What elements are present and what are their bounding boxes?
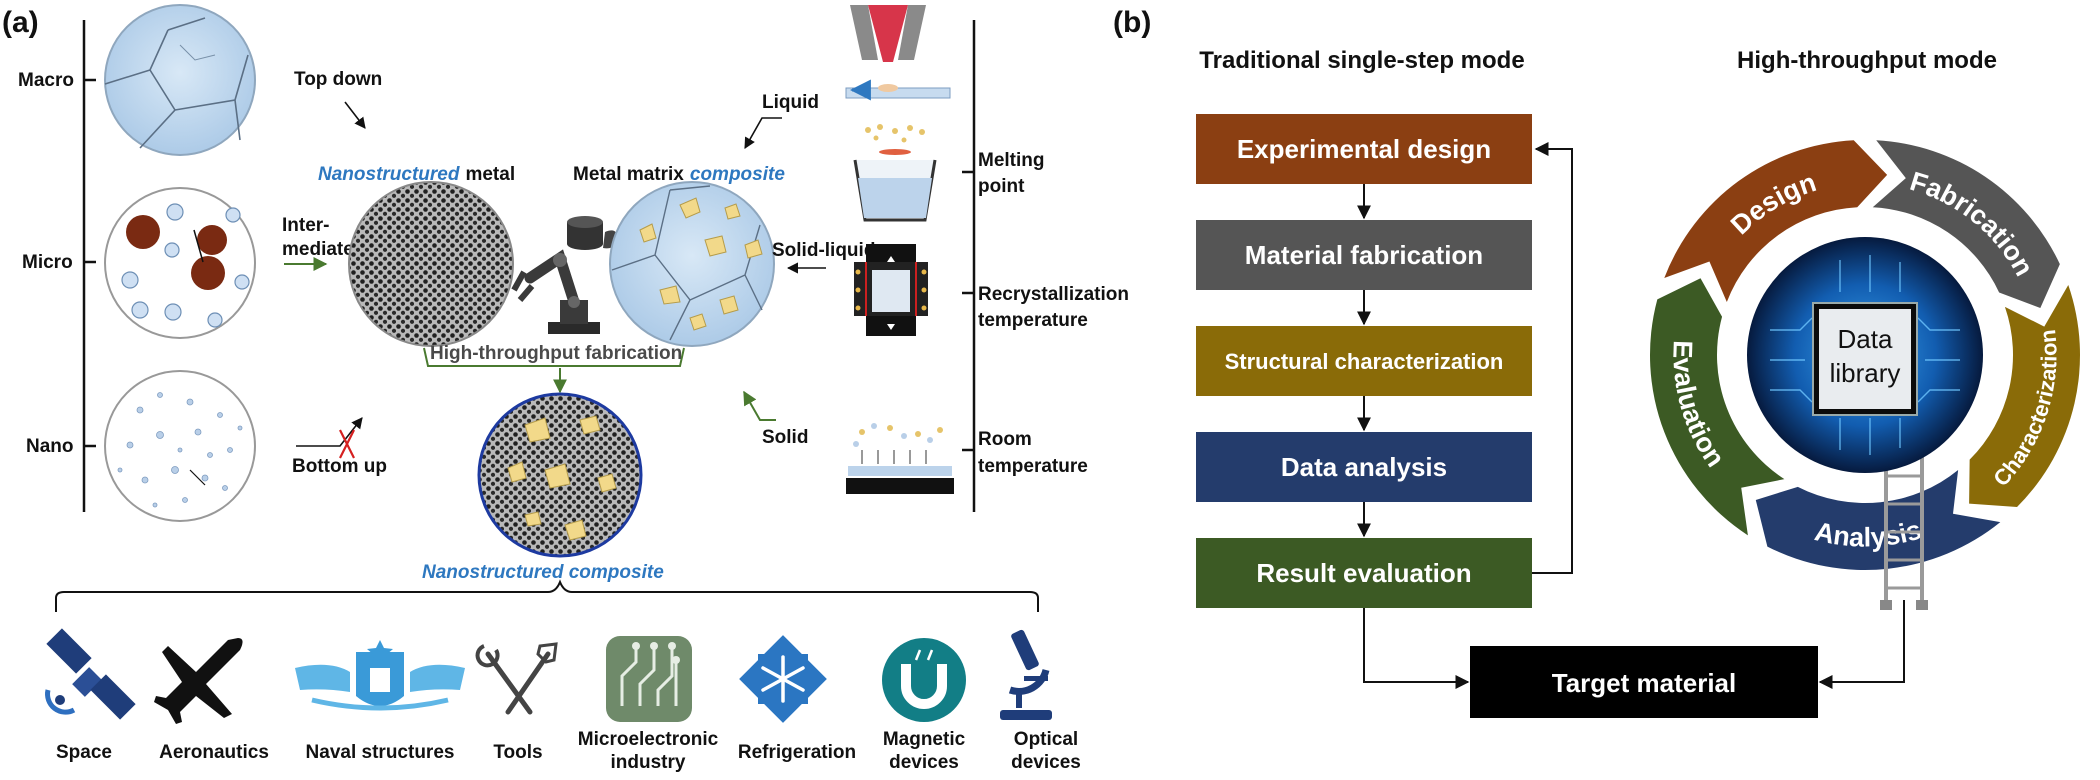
target-material-box: Target material [1470, 646, 1818, 718]
ladder-icon [1880, 455, 1928, 610]
label-intermediate-1: Inter- [282, 215, 330, 236]
micro-particle-circle [104, 187, 256, 339]
data-library-chip: Data library [1747, 237, 1983, 473]
label-bottom-up: Bottom up [292, 456, 387, 477]
app-label-naval-structures: Naval structures [306, 742, 455, 763]
data-library-line-2: library [1830, 358, 1901, 388]
step-experimental-design: Experimental design [1196, 114, 1532, 184]
magnet-icon [882, 638, 966, 722]
temp-room-1: Room [978, 429, 1032, 450]
metal-matrix-composite-circle [609, 181, 775, 347]
casting-illustration [853, 124, 937, 222]
ring-segment-fabrication [1872, 140, 2060, 309]
temp-melting-1: Melting [978, 150, 1045, 171]
applications-brace [55, 579, 1039, 612]
satellite-icon [45, 628, 136, 720]
nanostructured-metal-circle [348, 181, 514, 347]
svg-text:Data analysis: Data analysis [1281, 452, 1447, 482]
high-throughput-mode-title: High-throughput mode [1737, 47, 1997, 74]
step-result-evaluation: Result evaluation [1196, 538, 1532, 608]
app-label-microelectronic: Microelectronic [578, 729, 719, 750]
step-box [1196, 114, 1532, 184]
panel-b-label: (b) [1113, 6, 1151, 39]
step-structural-characterization: Structural characterization [1196, 326, 1532, 396]
svg-text:Target material: Target material [1552, 668, 1736, 698]
naval-wings-icon [295, 640, 465, 711]
app-label-aeronautics: Aeronautics [159, 742, 269, 763]
app-label-space: Space [56, 742, 112, 763]
app-label-refrigeration: Refrigeration [738, 742, 856, 763]
circuit-icon [606, 636, 692, 722]
ring-segment-evaluation [1650, 278, 1785, 536]
app-label-magnetic: Magnetic [883, 729, 966, 750]
step-box [1196, 538, 1532, 608]
macro-grain-circle [104, 4, 256, 156]
snowflake-icon [739, 635, 827, 723]
step-box [1196, 220, 1532, 290]
route-liquid: Liquid [762, 92, 819, 113]
panel-a-label: (a) [2, 6, 39, 39]
ring-segment-design [1664, 140, 1888, 302]
app-label-optical-devices: devices [1011, 752, 1081, 773]
svg-text:Result evaluation: Result evaluation [1256, 558, 1471, 588]
route-solid-liquid: Solid-liquid [772, 240, 875, 261]
step-material-fabrication: Material fabrication [1196, 220, 1532, 290]
app-label-magnetic-devices: devices [889, 752, 959, 773]
airplane-icon [154, 638, 243, 724]
htf-bracket [423, 347, 685, 367]
traditional-mode-title: Traditional single-step mode [1199, 47, 1524, 74]
temp-recryst-2: temperature [978, 310, 1088, 331]
hot-press-illustration [854, 244, 928, 336]
temp-melting-2: point [978, 176, 1025, 197]
data-library-line-1: Data [1838, 324, 1893, 354]
svg-text:Structural characterization: Structural characterization [1225, 349, 1504, 374]
step-box [1196, 432, 1532, 502]
robot-arm-icon [511, 216, 618, 334]
scale-macro: Macro [18, 70, 74, 91]
scale-nano: Nano [26, 436, 74, 457]
temp-room-2: temperature [978, 456, 1088, 477]
title-nanostructured-composite: Nanostructured composite [422, 562, 664, 583]
label-high-throughput-fabrication: High-throughput fabrication [430, 343, 682, 364]
svg-text:Experimental design: Experimental design [1237, 134, 1491, 164]
app-label-tools: Tools [493, 742, 542, 763]
ring-segment-characterization [1969, 285, 2080, 508]
step-data-analysis: Data analysis [1196, 432, 1532, 502]
ring-segment-analysis [1755, 470, 2001, 570]
app-label-industry: industry [611, 752, 686, 773]
app-label-optical: Optical [1014, 729, 1078, 750]
label-top-down: Top down [294, 69, 382, 90]
step-box [1196, 326, 1532, 396]
laser-melting-illustration [845, 5, 951, 101]
label-intermediate-2: mediate [282, 239, 354, 260]
route-solid: Solid [762, 427, 808, 448]
tools-icon [475, 642, 558, 715]
nanostructured-composite-circle [477, 392, 643, 558]
microscope-icon [1000, 629, 1052, 720]
deposition-illustration [846, 423, 954, 494]
temp-recryst-1: Recrystallization [978, 284, 1129, 305]
svg-text:Material fabrication: Material fabrication [1245, 240, 1483, 270]
nano-particle-circle [104, 370, 256, 522]
scale-micro: Micro [22, 252, 73, 273]
